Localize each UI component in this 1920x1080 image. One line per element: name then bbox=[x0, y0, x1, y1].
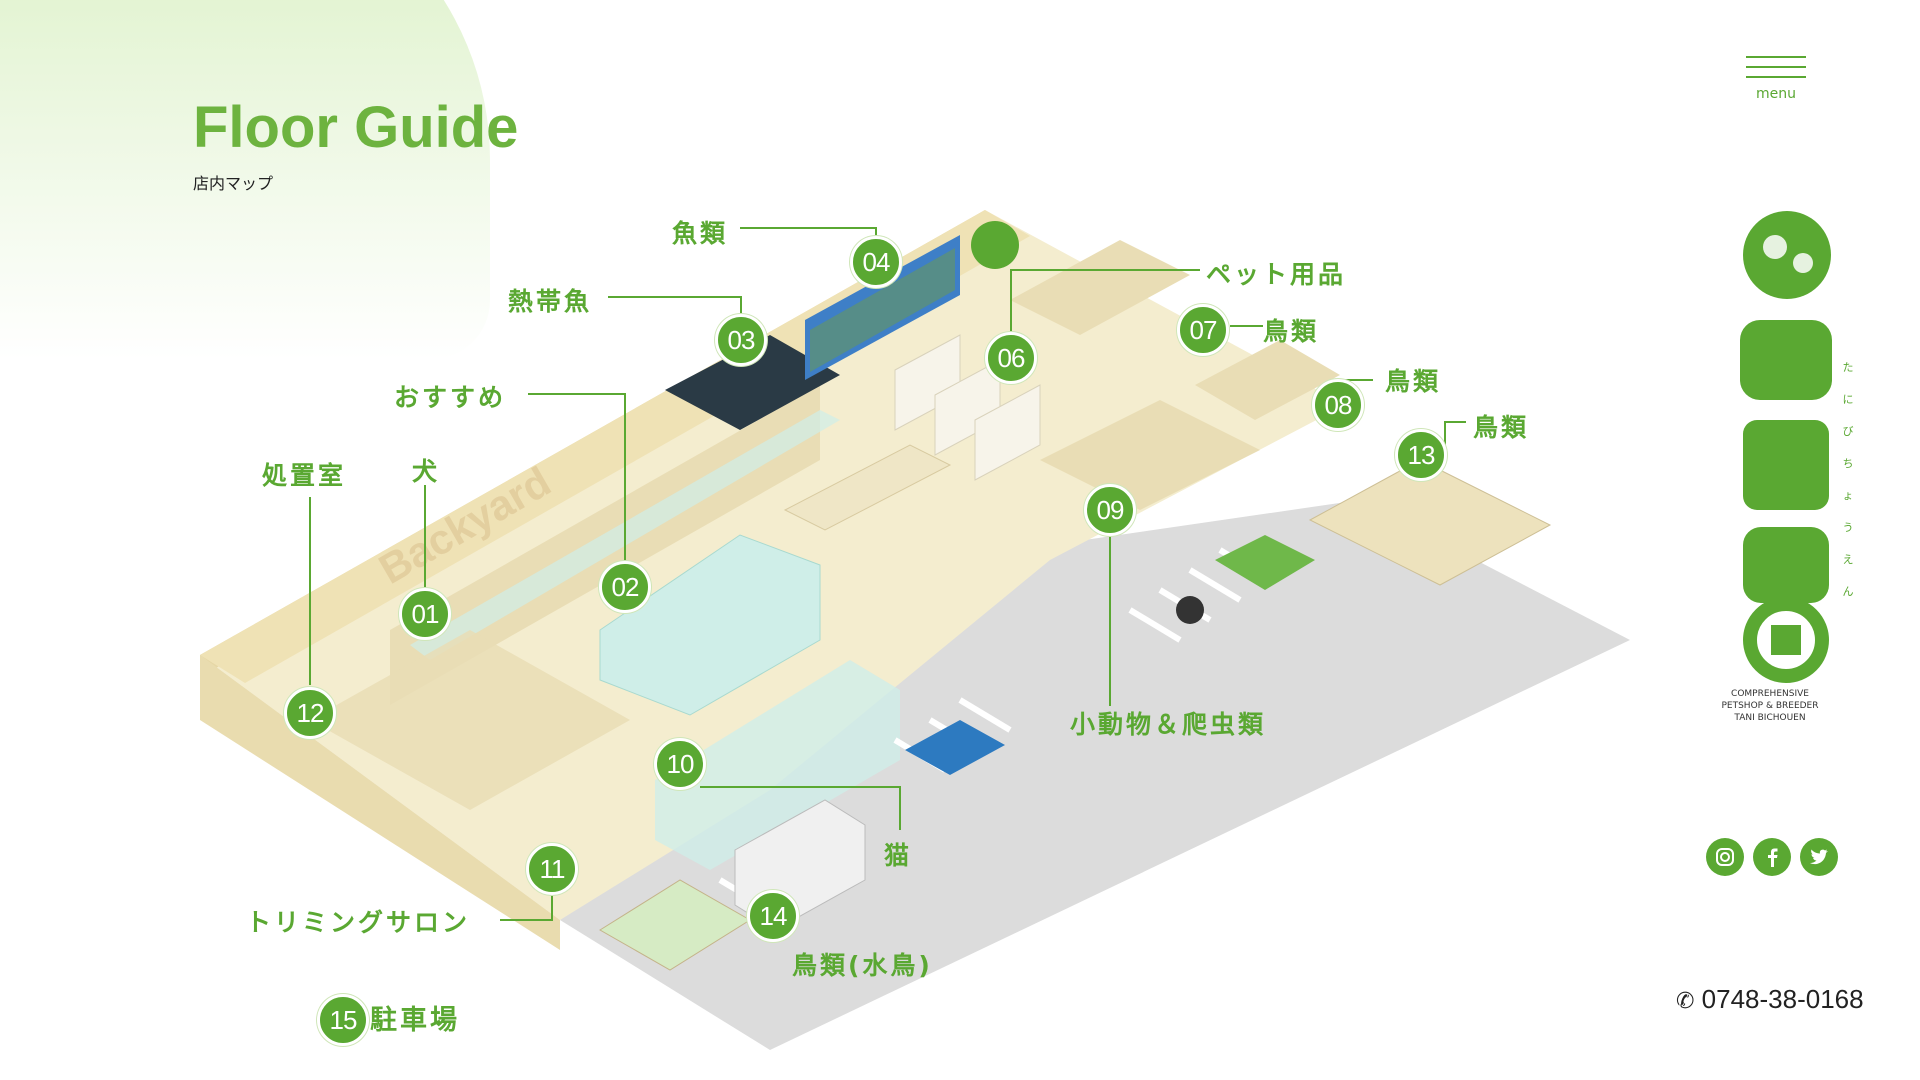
brand-kana: た に び ち ょ う え ん bbox=[1838, 352, 1858, 608]
brand-kana-char: に bbox=[1842, 393, 1854, 406]
phone-icon: ✆ bbox=[1676, 988, 1695, 1013]
area-badge-07[interactable]: 07 bbox=[1177, 304, 1229, 356]
area-badge-01[interactable]: 01 bbox=[399, 588, 451, 640]
area-badge-08[interactable]: 08 bbox=[1312, 379, 1364, 431]
brand-tagline-line: PETSHOP & BREEDER bbox=[1721, 701, 1819, 711]
area-badge-13[interactable]: 13 bbox=[1395, 429, 1447, 481]
instagram-icon[interactable] bbox=[1706, 838, 1744, 876]
menu-icon-line bbox=[1746, 66, 1806, 68]
tropical-fish-room bbox=[665, 335, 840, 430]
logo-kanji-chou bbox=[1743, 527, 1829, 603]
page-subtitle: 店内マップ bbox=[193, 174, 274, 193]
area-badge-11[interactable]: 11 bbox=[526, 843, 578, 895]
area-label-dogs: 犬 bbox=[412, 457, 441, 486]
facebook-icon[interactable] bbox=[1753, 838, 1791, 876]
area-label-birds-13: 鳥類 bbox=[1473, 413, 1530, 442]
brand-kana-char: う bbox=[1842, 521, 1854, 534]
logo-animal-emblem bbox=[1743, 211, 1831, 299]
area-badge-02[interactable]: 02 bbox=[599, 561, 651, 613]
brand-kana-char: ん bbox=[1842, 585, 1854, 598]
area-badge-15[interactable]: 15 bbox=[317, 994, 369, 1046]
menu-icon-line bbox=[1746, 76, 1806, 78]
menu-button[interactable]: menu bbox=[1746, 56, 1806, 106]
area-label-small-animals: 小動物＆爬虫類 bbox=[1070, 710, 1267, 739]
brand-tagline-line: COMPREHENSIVE bbox=[1731, 689, 1809, 699]
area-label-birds-07: 鳥類 bbox=[1263, 317, 1320, 346]
phone-number[interactable]: ✆ 0748-38-0168 bbox=[1676, 984, 1864, 1015]
area-badge-04[interactable]: 04 bbox=[850, 236, 902, 288]
area-badge-09[interactable]: 09 bbox=[1084, 484, 1136, 536]
parking-lot bbox=[560, 500, 1630, 1050]
area-label-birds-08: 鳥類 bbox=[1385, 367, 1442, 396]
area-label-tropical-fish: 熱帯魚 bbox=[508, 287, 593, 316]
menu-label: menu bbox=[1756, 86, 1796, 102]
motorcycle bbox=[1176, 596, 1204, 624]
twitter-icon[interactable] bbox=[1800, 838, 1838, 876]
area-badge-03[interactable]: 03 bbox=[715, 314, 767, 366]
page-title: Floor Guide bbox=[193, 95, 519, 160]
blue-car bbox=[905, 720, 1005, 775]
area-label-parking: 駐車場 bbox=[370, 1005, 460, 1036]
header-background-shape bbox=[0, 0, 490, 360]
area-label-trimming-salon: トリミングサロン bbox=[246, 908, 471, 937]
trimming-salon bbox=[310, 630, 630, 810]
area-label-cats: 猫 bbox=[884, 841, 913, 870]
area-label-recommended: おすすめ bbox=[394, 383, 507, 412]
bird-cage-13 bbox=[1308, 459, 1552, 586]
logo-kanji-en bbox=[1743, 597, 1829, 683]
area-label-water-birds: 鳥類(水鳥) bbox=[792, 951, 933, 980]
bird-room-07 bbox=[1010, 240, 1190, 335]
brand-logo[interactable] bbox=[1715, 205, 1855, 745]
area-label-treatment-room: 処置室 bbox=[262, 461, 347, 490]
area-badge-12[interactable]: 12 bbox=[284, 687, 336, 739]
green-car bbox=[1215, 535, 1315, 590]
brand-kana-char: ょ bbox=[1842, 489, 1854, 502]
area-badge-10[interactable]: 10 bbox=[654, 738, 706, 790]
recommended-display bbox=[599, 534, 821, 716]
area-badge-14[interactable]: 14 bbox=[747, 890, 799, 942]
brand-kana-char: え bbox=[1842, 553, 1854, 566]
brand-tagline: COMPREHENSIVE PETSHOP & BREEDER TANI BIC… bbox=[1700, 688, 1840, 724]
brand-kana-char: び bbox=[1842, 425, 1854, 438]
small-animal-room bbox=[1040, 400, 1260, 510]
area-label-pet-goods: ペット用品 bbox=[1206, 260, 1347, 289]
bird-room-08 bbox=[1195, 340, 1340, 420]
logo-kanji-bi bbox=[1743, 420, 1829, 510]
logo-kanji-tani bbox=[1740, 320, 1832, 400]
pet-goods-shelves bbox=[894, 334, 1041, 481]
checkout-counter bbox=[783, 444, 952, 531]
phone-number-text: 0748-38-0168 bbox=[1701, 984, 1864, 1014]
restroom-icon bbox=[971, 221, 1019, 269]
cat-room bbox=[655, 660, 900, 870]
menu-icon-line bbox=[1746, 56, 1806, 58]
area-badge-06[interactable]: 06 bbox=[985, 332, 1037, 384]
brand-kana-char: ち bbox=[1842, 457, 1854, 470]
area-label-fish: 魚類 bbox=[672, 219, 729, 248]
fish-tank-plants bbox=[810, 248, 955, 372]
brand-tagline-line: TANI BICHOUEN bbox=[1734, 713, 1806, 723]
brand-kana-char: た bbox=[1842, 361, 1854, 374]
